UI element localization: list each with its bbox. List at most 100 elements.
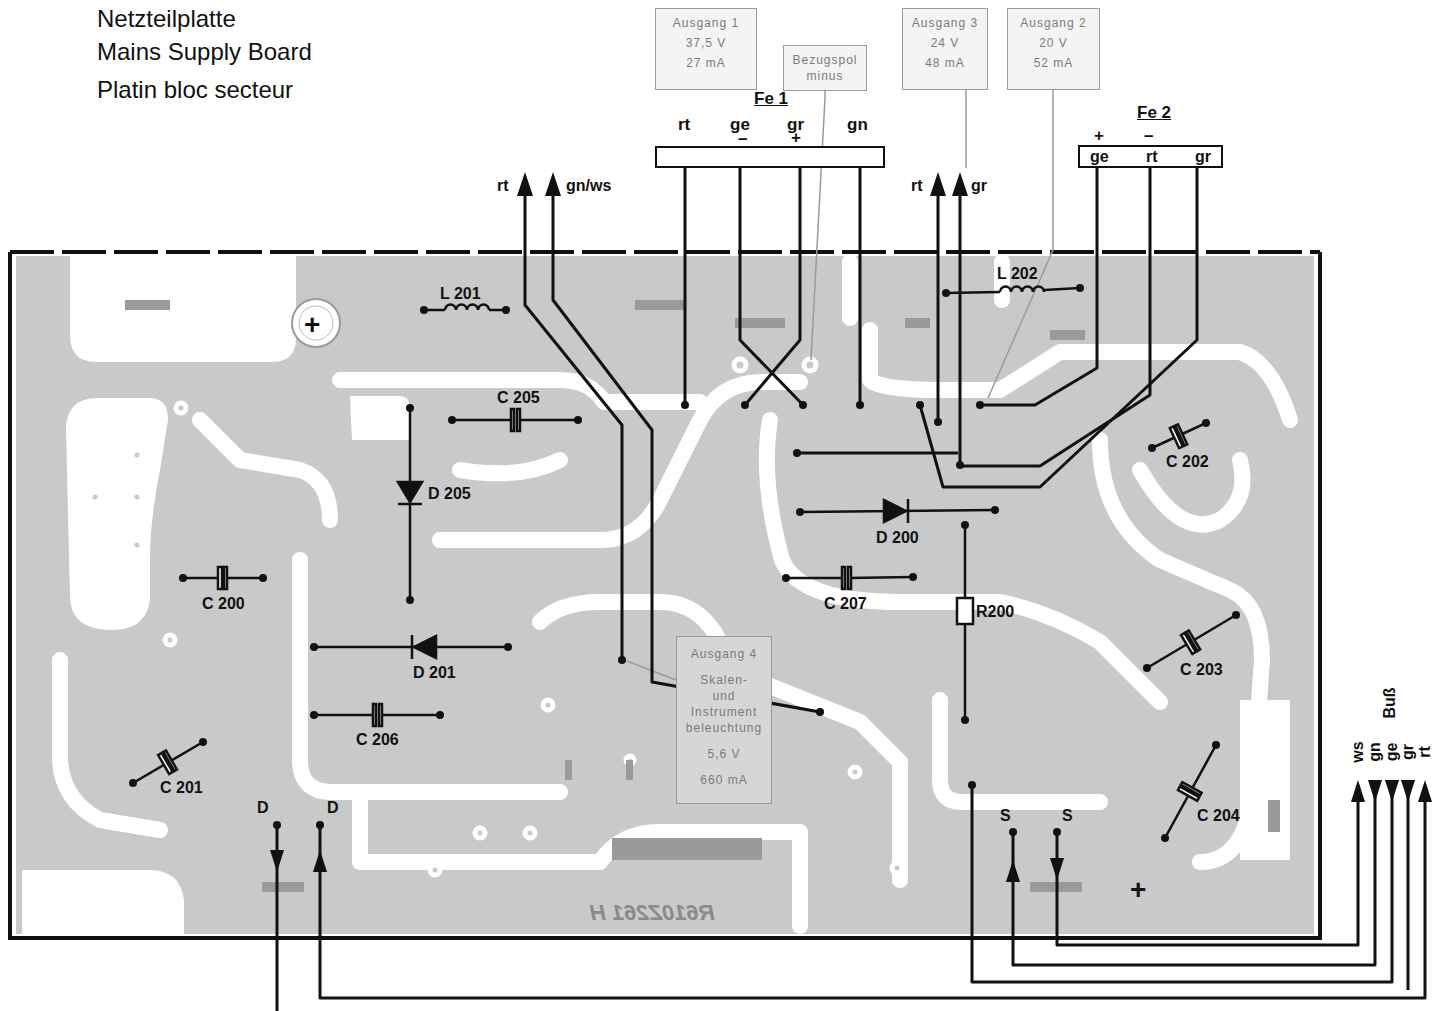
- mounting-hole: [292, 299, 340, 347]
- wire: [1407, 785, 1410, 990]
- capacitor-symbol: [373, 704, 376, 726]
- isolation-gaps: [200, 420, 330, 520]
- solder-dot: [681, 401, 689, 409]
- solder-dot: [976, 401, 984, 409]
- solder-holes: [734, 359, 746, 371]
- component-lead: [1152, 423, 1206, 448]
- solder-holes: [90, 492, 100, 502]
- solder-holes: [176, 403, 186, 413]
- solder-dot: [129, 284, 1240, 842]
- solder-dot: [618, 656, 626, 664]
- leader-line: [627, 85, 1053, 711]
- solder-dot: [968, 781, 976, 789]
- part-label: D 200: [876, 528, 919, 548]
- copper-area: [70, 256, 296, 362]
- wire: [859, 168, 862, 405]
- arrowhead: [1050, 858, 1064, 880]
- part-label: gr: [971, 176, 987, 196]
- solder-dot: [1143, 664, 1151, 672]
- part-label: C 202: [1166, 452, 1209, 472]
- solder-dot: [420, 306, 428, 314]
- isolation-gaps: [540, 602, 900, 880]
- output-text: 5,6 V: [707, 746, 740, 762]
- component-lead: [1147, 615, 1236, 668]
- wire: [1057, 785, 1358, 945]
- wire: [937, 192, 940, 422]
- diode-symbol: [398, 482, 908, 659]
- capacitor-symbol: [848, 567, 851, 589]
- solder-holes: [430, 865, 440, 875]
- pads: [735, 318, 785, 328]
- capacitor-symbol: [511, 409, 514, 431]
- pads: [612, 838, 762, 860]
- output-text: 27 mA: [686, 55, 726, 71]
- capacitor-symbol: [1181, 782, 1202, 795]
- component-lead: [133, 288, 1236, 838]
- output-text: Ausgang 2: [1020, 15, 1086, 31]
- component-lead: [452, 419, 512, 422]
- part-label: C 201: [160, 778, 203, 798]
- solder-dot: [316, 821, 324, 829]
- diode-symbol: [398, 503, 422, 506]
- pin-name: ge: [1090, 148, 1109, 166]
- isolation-gaps: [60, 262, 1290, 926]
- arrowhead: [952, 172, 968, 196]
- component-lead: [964, 624, 967, 720]
- bus-signal-name: gn: [1365, 742, 1385, 762]
- solder-dot: [796, 508, 804, 516]
- wire: [972, 785, 1392, 982]
- bus-signal-name: gr: [1398, 744, 1418, 760]
- leader-line: [965, 90, 967, 168]
- isolation-gaps: [440, 382, 800, 540]
- capacitor-symbol: [379, 704, 382, 726]
- isolation-gaps: [842, 262, 858, 318]
- part-label: S: [1062, 806, 1073, 826]
- solder-dot: [199, 738, 207, 746]
- wire: [1013, 785, 1375, 965]
- connector-strip: Fe 2gertgr: [1078, 145, 1223, 168]
- wire: [525, 192, 622, 660]
- output-text: Ausgang 4: [691, 646, 757, 662]
- wire: [980, 168, 1097, 405]
- solder-dot: [1076, 284, 1084, 292]
- pads: [125, 300, 170, 310]
- isolation-gaps: [1100, 440, 1262, 862]
- solder-dot: [179, 574, 187, 582]
- capacitor-symbol: [224, 567, 227, 589]
- part-label: +: [304, 309, 320, 341]
- wire: [920, 168, 1197, 487]
- diagram-title: Netzteilplatte: [97, 4, 236, 34]
- part-label: C 200: [202, 594, 245, 614]
- capacitor-symbol: [163, 750, 177, 771]
- output-text: 24 V: [931, 35, 960, 51]
- wire: [740, 168, 803, 405]
- capacitor-symbol: [842, 567, 845, 589]
- capacitor-symbol: [218, 567, 222, 589]
- arrowhead: [1401, 780, 1415, 802]
- pin-name: gr: [1195, 148, 1211, 166]
- solder-dot: [1148, 444, 1156, 452]
- board-outline: [10, 250, 1320, 254]
- solder-dot: [436, 711, 444, 719]
- isolation-gaps: [870, 330, 1290, 420]
- solder-dot: [961, 521, 969, 529]
- arrowhead: [270, 172, 1432, 882]
- pads: [1050, 330, 1085, 340]
- component-lead: [380, 714, 440, 717]
- arrowhead: [1418, 780, 1432, 802]
- solder-holes: [132, 540, 142, 550]
- pads: [905, 318, 930, 328]
- subtitle: Mains Supply Board: [97, 38, 312, 66]
- isolation-gaps: [460, 460, 560, 473]
- capacitor-symbol: [158, 750, 177, 774]
- solder-dot: [793, 449, 801, 457]
- solder-dot: [1161, 834, 1169, 842]
- wire: [959, 192, 962, 465]
- wire: [684, 168, 687, 405]
- output-text: 52 mA: [1034, 55, 1074, 71]
- part-label: rt: [678, 114, 690, 135]
- part-label: L 202: [997, 264, 1038, 284]
- output-box: Bezugspol minus: [783, 45, 867, 91]
- part-label: D 205: [428, 484, 471, 504]
- arrowhead: [930, 172, 946, 196]
